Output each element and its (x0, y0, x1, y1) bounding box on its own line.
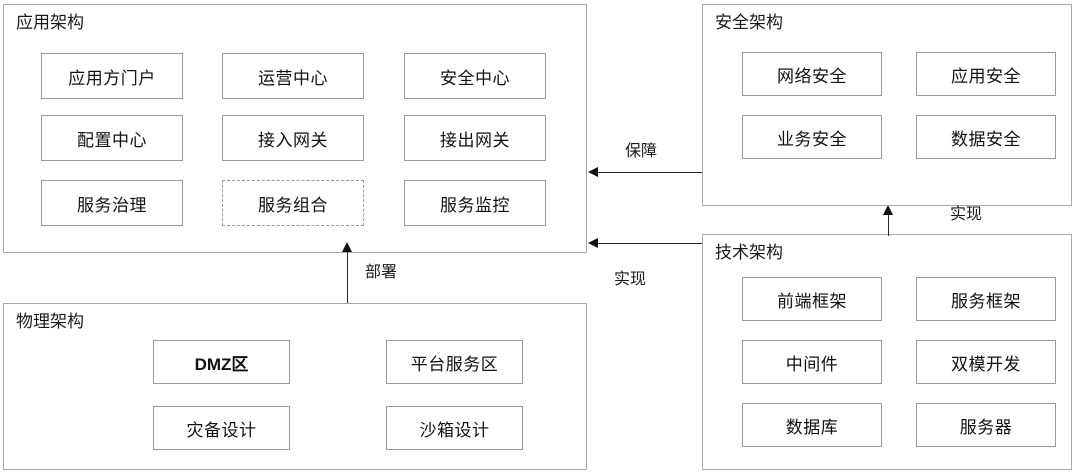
panel-title-application: 应用架构 (16, 13, 84, 32)
connector-technology-to-security-arrowhead (883, 205, 893, 215)
box-config-center[interactable]: 配置中心 (41, 115, 183, 161)
box-database[interactable]: 数据库 (742, 403, 882, 447)
box-disaster-recovery-design[interactable]: 灾备设计 (153, 406, 290, 450)
panel-security-architecture: 安全架构 网络安全 应用安全 业务安全 数据安全 (702, 4, 1072, 206)
box-business-security[interactable]: 业务安全 (742, 115, 882, 159)
connector-technology-to-application-line (597, 243, 702, 244)
box-service-monitoring[interactable]: 服务监控 (404, 180, 546, 226)
box-operation-center[interactable]: 运营中心 (222, 53, 364, 99)
box-platform-service-zone[interactable]: 平台服务区 (386, 340, 523, 384)
connector-security-to-application-arrowhead (588, 167, 598, 177)
box-egress-gateway[interactable]: 接出网关 (404, 115, 546, 161)
connector-technology-to-application-arrowhead (588, 238, 598, 248)
panel-technology-architecture: 技术架构 前端框架 服务框架 中间件 双模开发 数据库 服务器 (702, 234, 1072, 470)
connector-physical-to-application-line (347, 251, 348, 303)
box-sandbox-design[interactable]: 沙箱设计 (386, 406, 523, 450)
box-service-composition[interactable]: 服务组合 (222, 180, 364, 226)
box-security-center[interactable]: 安全中心 (404, 53, 546, 99)
connector-label-shixian-security: 实现 (950, 206, 983, 223)
connector-label-baozhang: 保障 (625, 143, 658, 160)
connector-label-shixian-application: 实现 (614, 271, 647, 288)
box-server[interactable]: 服务器 (916, 403, 1056, 447)
panel-physical-architecture: 物理架构 DMZ区 平台服务区 灾备设计 沙箱设计 (3, 303, 587, 470)
box-network-security[interactable]: 网络安全 (742, 52, 882, 96)
box-service-framework[interactable]: 服务框架 (916, 277, 1056, 321)
box-ingress-gateway[interactable]: 接入网关 (222, 115, 364, 161)
box-application-security[interactable]: 应用安全 (916, 52, 1056, 96)
box-dmz-zone[interactable]: DMZ区 (153, 340, 290, 384)
box-data-security[interactable]: 数据安全 (916, 115, 1056, 159)
connector-security-to-application-line (597, 172, 702, 173)
box-application-portal[interactable]: 应用方门户 (41, 53, 183, 99)
connector-physical-to-application-arrowhead (342, 242, 352, 252)
panel-title-physical: 物理架构 (16, 312, 84, 331)
box-service-governance[interactable]: 服务治理 (41, 180, 183, 226)
box-middleware[interactable]: 中间件 (742, 340, 882, 384)
box-dual-mode-development[interactable]: 双模开发 (916, 340, 1056, 384)
connector-technology-to-security-line (888, 214, 889, 236)
connector-label-bushu: 部署 (365, 264, 398, 281)
panel-title-technology: 技术架构 (715, 243, 783, 262)
panel-title-security: 安全架构 (715, 13, 783, 32)
box-frontend-framework[interactable]: 前端框架 (742, 277, 882, 321)
panel-application-architecture: 应用架构 应用方门户 运营中心 安全中心 配置中心 接入网关 接出网关 服务治理… (3, 4, 587, 253)
